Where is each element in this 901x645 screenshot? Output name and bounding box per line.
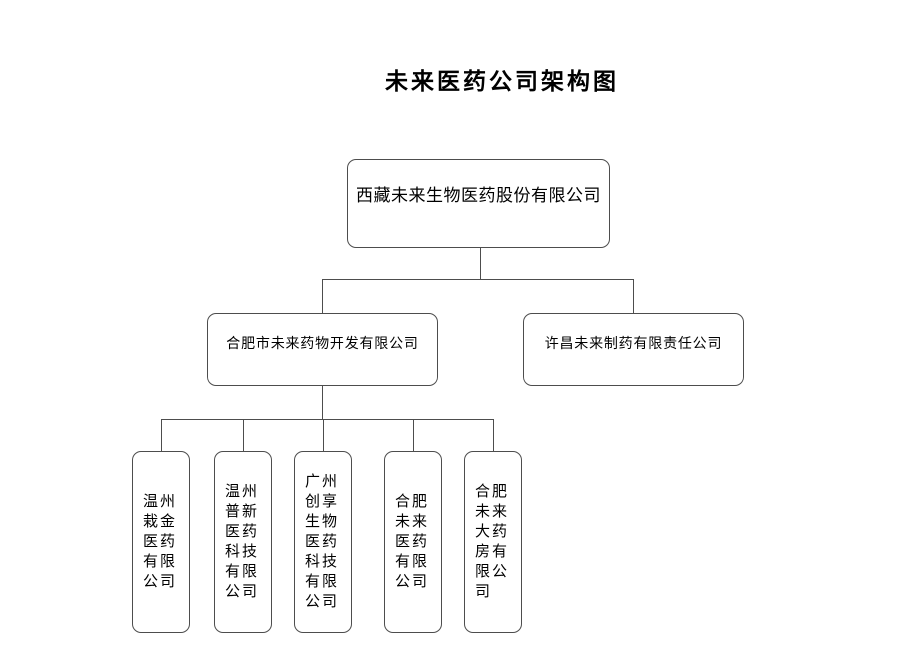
connector-hefei-drop [322, 386, 323, 419]
connector-level3-drop-3 [323, 419, 324, 451]
org-node-wenzhou-zaijin: 温州栽金医药有限公司 [132, 451, 190, 633]
org-node-wenzhou-puxin-label: 温州普新医药科技有限公司 [225, 484, 260, 600]
connector-level2-right-drop [633, 279, 634, 313]
org-node-hefei-future-pharmacy: 合肥未来大药房有限公司 [464, 451, 522, 633]
connector-level3-drop-2 [243, 419, 244, 451]
connector-level3-drop-5 [493, 419, 494, 451]
org-node-hefei-future-pharmacy-label: 合肥未来大药房有限公司 [475, 484, 510, 600]
org-node-hefei-development: 合肥市未来药物开发有限公司 [207, 313, 438, 386]
org-node-guangzhou-chuangxiang-label: 广州创享生物医药科技有限公司 [305, 474, 340, 610]
connector-level3-drop-4 [413, 419, 414, 451]
org-node-wenzhou-puxin: 温州普新医药科技有限公司 [214, 451, 272, 633]
org-node-guangzhou-chuangxiang: 广州创享生物医药科技有限公司 [294, 451, 352, 633]
org-node-root-label: 西藏未来生物医药股份有限公司 [356, 186, 601, 205]
org-node-root: 西藏未来生物医药股份有限公司 [347, 159, 610, 248]
diagram-title: 未来医药公司架构图 [385, 68, 619, 94]
org-node-hefei-development-label: 合肥市未来药物开发有限公司 [226, 337, 419, 352]
connector-root-drop [480, 248, 481, 279]
connector-level3-hbar [161, 419, 494, 420]
connector-level2-hbar [322, 279, 634, 280]
org-node-wenzhou-zaijin-label: 温州栽金医药有限公司 [143, 494, 178, 590]
connector-level3-drop-1 [161, 419, 162, 451]
org-node-hefei-future-pharma-label: 合肥未来医药有限公司 [395, 494, 430, 590]
org-node-hefei-future-pharma: 合肥未来医药有限公司 [384, 451, 442, 633]
org-node-xuchang-pharma: 许昌未来制药有限责任公司 [523, 313, 744, 386]
org-node-xuchang-pharma-label: 许昌未来制药有限责任公司 [544, 337, 723, 352]
connector-level2-left-drop [322, 279, 323, 313]
